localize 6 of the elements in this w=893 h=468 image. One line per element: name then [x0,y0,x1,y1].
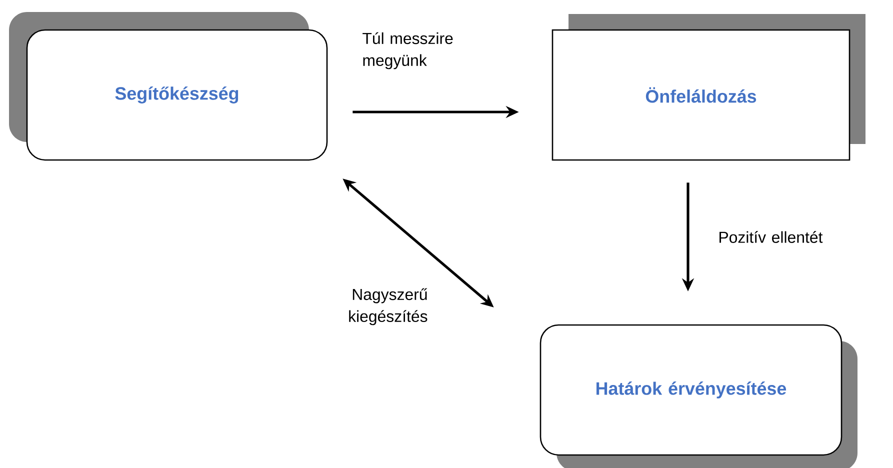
rounded-box: Segítőkészség [9,12,328,161]
rounded-box: Határok érvényesítése [540,324,858,468]
box: Önfeláldozás [552,14,866,161]
edge-label: Pozitív ellentét [720,231,823,243]
edge-label: Túl messzire megyünk [362,32,453,70]
edge-label: Nagyszerű kiegészítés [349,288,428,326]
